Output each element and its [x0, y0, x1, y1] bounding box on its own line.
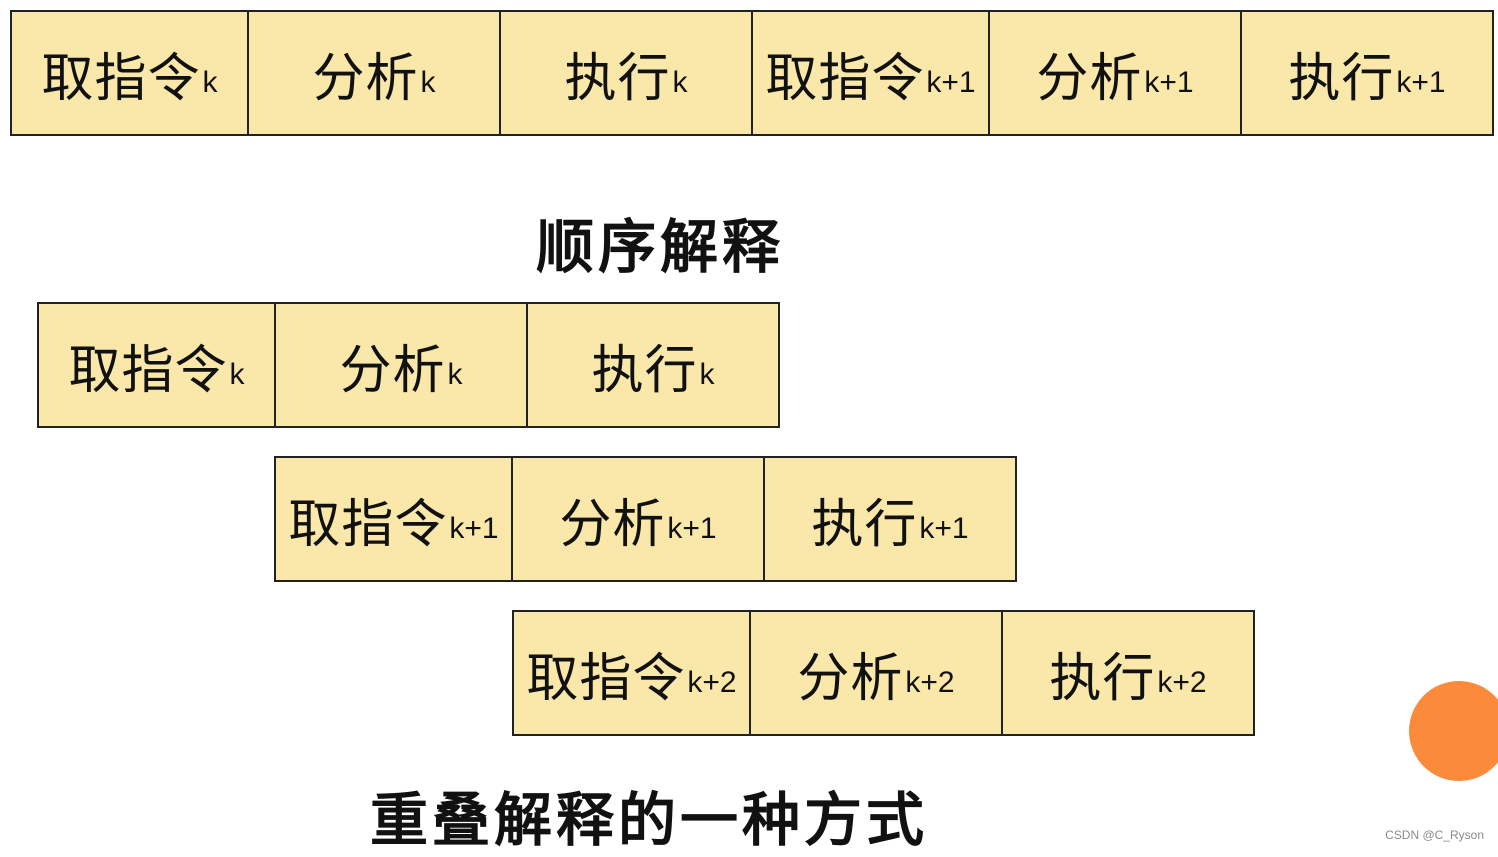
stage-subscript: k — [420, 66, 436, 99]
stage-label: 执行 — [564, 48, 671, 109]
stage-label: 执行 — [591, 340, 698, 401]
stage-subscript: k+2 — [905, 666, 955, 699]
stage-subscript: k — [229, 358, 245, 391]
stage-label: 执行 — [811, 494, 918, 555]
stage-label: 分析 — [559, 494, 666, 555]
stage-label: 分析 — [339, 340, 446, 401]
stage-label: 分析 — [797, 648, 904, 709]
stage-subscript: k — [699, 358, 715, 391]
stage-label: 分析 — [312, 48, 419, 109]
stage-subscript: k — [447, 358, 463, 391]
stage-subscript: k+1 — [449, 512, 499, 545]
stage-subscript: k+1 — [667, 512, 717, 545]
stage-subscript: k+1 — [919, 512, 969, 545]
stage-subscript: k+1 — [1396, 66, 1446, 99]
sequential-caption: 顺序解释 — [536, 213, 785, 281]
stage-label: 取指令 — [288, 494, 448, 555]
stage-label: 取指令 — [68, 340, 228, 401]
stage-label: 取指令 — [526, 648, 686, 709]
stage-subscript: k+2 — [687, 666, 737, 699]
stage-label: 取指令 — [765, 48, 925, 109]
stage-label: 执行 — [1288, 48, 1395, 109]
watermark: CSDN @C_Ryson — [1385, 828, 1484, 842]
stage-subscript: k — [672, 66, 688, 99]
stage-subscript: k+1 — [926, 66, 976, 99]
stage-subscript: k+1 — [1144, 66, 1194, 99]
overlapped-caption: 重叠解释的一种方式 — [370, 786, 929, 854]
decorative-circle — [1409, 681, 1498, 781]
stage-label: 执行 — [1049, 648, 1156, 709]
stage-label: 取指令 — [41, 48, 201, 109]
stage-subscript: k+2 — [1157, 666, 1207, 699]
stage-subscript: k — [202, 66, 218, 99]
stage-label: 分析 — [1036, 48, 1143, 109]
